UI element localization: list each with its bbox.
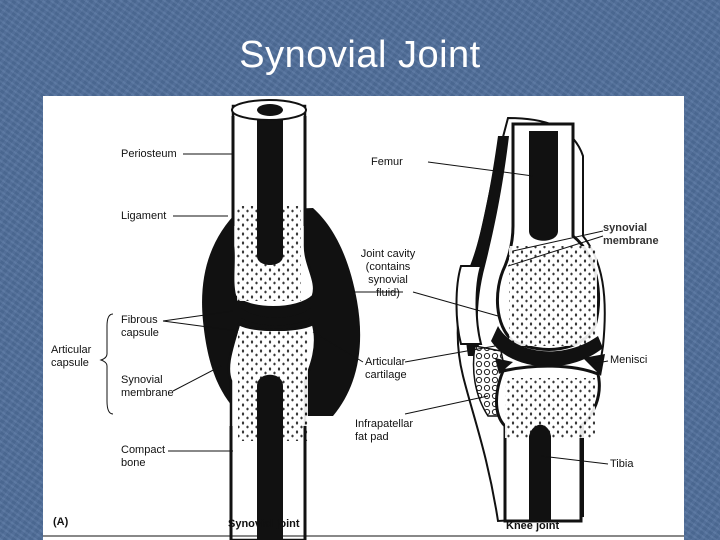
caption-knee-joint: Knee joint: [506, 520, 560, 532]
label-synovial-membrane-right: synovial membrane: [603, 222, 659, 247]
label-compact-bone: Compact bone: [121, 444, 166, 469]
femur-spongy: [509, 246, 597, 346]
label-menisci: Menisci: [610, 354, 648, 366]
tibia-spongy: [505, 378, 595, 438]
label-articular-capsule: Articular capsule: [51, 344, 92, 369]
label-fibrous-capsule: Fibrous capsule: [121, 314, 159, 339]
label-synovial-membrane-left: Synovial membrane: [121, 374, 174, 399]
knee-joint-drawing: [455, 116, 606, 523]
leader-lines: [99, 153, 609, 465]
tibia-medullary-cavity: [529, 424, 551, 521]
joint-illustration: [43, 99, 684, 540]
synovial-joint-drawing: [202, 99, 361, 540]
joint-diagram-figure: Periosteum Ligament Fibrous capsule Arti…: [43, 96, 684, 540]
caption-synovial-joint: Synovial joint: [228, 518, 300, 530]
femur-medullary-cavity: [529, 131, 558, 241]
menisci-shape: [583, 354, 605, 376]
joint-cavity: [241, 308, 311, 326]
label-femur: Femur: [371, 156, 403, 168]
label-articular-cartilage: Articular cartilage: [365, 356, 407, 381]
label-periosteum: Periosteum: [121, 148, 177, 160]
knee-joint-cavity: [491, 326, 603, 367]
slide-title: Synovial Joint: [239, 34, 481, 76]
label-tibia: Tibia: [610, 458, 634, 470]
label-joint-cavity: Joint cavity (contains synovial fluid): [360, 248, 416, 299]
panel-letter: (A): [53, 516, 69, 528]
upper-medullary-cavity: [257, 114, 283, 265]
label-ligament: Ligament: [121, 210, 167, 222]
label-infrapatellar-fat-pad: Infrapatellar fat pad: [355, 418, 414, 443]
lower-medullary-cavity: [257, 374, 283, 540]
patella-shape: [455, 265, 483, 345]
